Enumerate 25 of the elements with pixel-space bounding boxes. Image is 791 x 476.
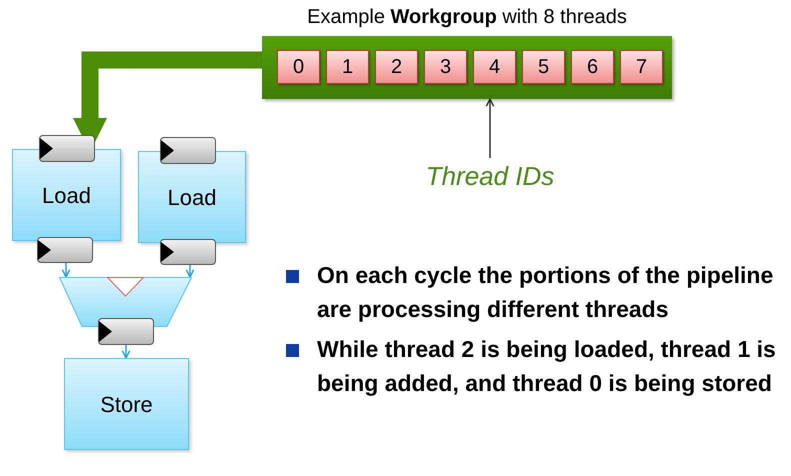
register-block: [39, 135, 95, 162]
arrow: [62, 263, 70, 278]
thread-cell: 6: [571, 50, 614, 84]
thread-cell: 7: [620, 50, 663, 84]
register-block: [160, 239, 216, 265]
stage-box: Load: [12, 149, 121, 241]
register-block: [37, 237, 93, 263]
thread-cell: 4: [473, 50, 516, 84]
arrow: [186, 265, 194, 278]
workgroup-heading: Example Workgroup with 8 threads: [307, 5, 627, 30]
bullet-text: While thread 2 is being loaded, thread 1 is being added, and thread 0 is being stored: [317, 335, 777, 398]
arrow: [486, 98, 494, 158]
register-block: [160, 137, 216, 164]
annotation-text: Thread IDs: [426, 160, 554, 192]
arrow: [122, 345, 130, 359]
stage-box: Load: [138, 151, 246, 243]
adder-trapezoid: [59, 277, 192, 327]
register-block: [98, 318, 154, 345]
thread-cell: 1: [326, 50, 369, 84]
thread-cell: 3: [424, 50, 467, 84]
thread-cell: 2: [375, 50, 418, 84]
bullet-text: On each cycle the portions of the pipeline are processing different threads: [317, 261, 774, 324]
thread-cell: 5: [522, 50, 565, 84]
stage-box: Store: [64, 358, 189, 450]
thread-cell: 0: [277, 50, 320, 84]
